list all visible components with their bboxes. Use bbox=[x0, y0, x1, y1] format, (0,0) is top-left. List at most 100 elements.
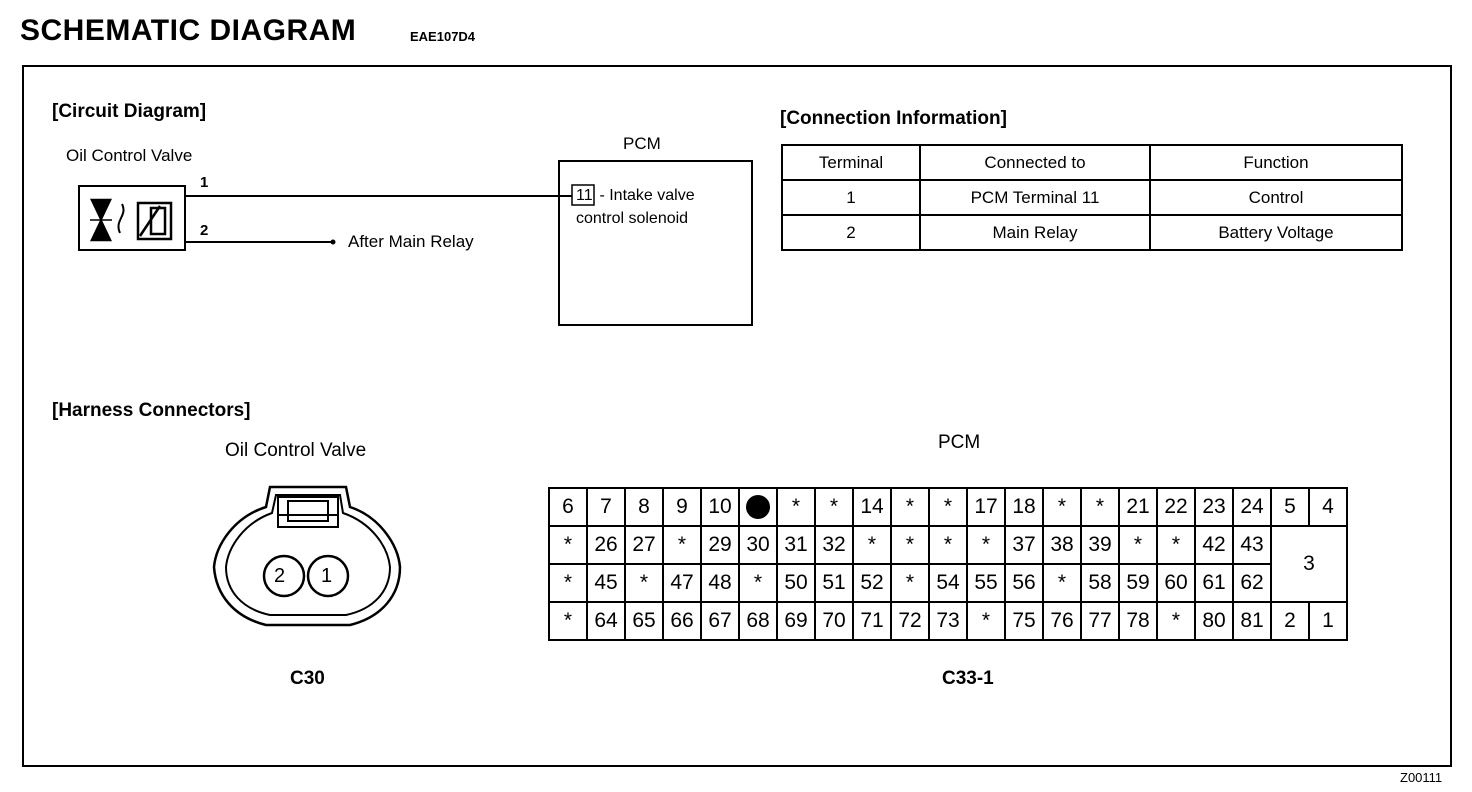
connector-pin: 7 bbox=[586, 487, 626, 527]
pcm-box bbox=[558, 160, 753, 326]
pcm-label: PCM bbox=[623, 134, 661, 153]
connector-pin: * bbox=[662, 525, 702, 565]
diagram-frame bbox=[22, 65, 1452, 767]
filled-pin-icon bbox=[746, 495, 770, 520]
pin-2-label: 2 bbox=[200, 222, 209, 239]
connector-pin: * bbox=[966, 525, 1006, 565]
connector-pin: 23 bbox=[1194, 487, 1234, 527]
connector-pin: 72 bbox=[890, 601, 930, 641]
connector-pin: * bbox=[1042, 563, 1082, 603]
connector-pin: 43 bbox=[1232, 525, 1272, 565]
table-cell: PCM Terminal 11 bbox=[919, 179, 1151, 216]
connector-pin: * bbox=[776, 487, 816, 527]
table-header-row: Terminal Connected to Function bbox=[781, 144, 1403, 181]
connector-pin: 73 bbox=[928, 601, 968, 641]
pin-1-label: 1 bbox=[200, 174, 209, 191]
harness-connectors-heading: [Harness Connectors] bbox=[52, 400, 251, 421]
connector-pin: 55 bbox=[966, 563, 1006, 603]
connector-pin: * bbox=[890, 563, 930, 603]
connector-pin: 67 bbox=[700, 601, 740, 641]
pcm-terminal-number: 11 bbox=[576, 187, 593, 204]
connector-pin: 32 bbox=[814, 525, 854, 565]
connector-pin: * bbox=[1156, 525, 1196, 565]
connector-pin: * bbox=[548, 563, 588, 603]
connector-pin: * bbox=[814, 487, 854, 527]
connector-pin: 70 bbox=[814, 601, 854, 641]
connector-pin: 14 bbox=[852, 487, 892, 527]
connector-pin: * bbox=[852, 525, 892, 565]
table-cell: Main Relay bbox=[919, 214, 1151, 251]
connector-pin: 39 bbox=[1080, 525, 1120, 565]
pcm-terminal-box bbox=[571, 184, 595, 206]
connector-pin: 30 bbox=[738, 525, 778, 565]
connector-pin: * bbox=[1156, 601, 1196, 641]
connector-pin: 81 bbox=[1232, 601, 1272, 641]
connector-pin: 60 bbox=[1156, 563, 1196, 603]
connector-pin: 54 bbox=[928, 563, 968, 603]
connector-pin: 69 bbox=[776, 601, 816, 641]
table-cell: Battery Voltage bbox=[1149, 214, 1403, 251]
valve-symbol-icon bbox=[90, 198, 112, 242]
connector-pin: 21 bbox=[1118, 487, 1158, 527]
pcm-connector-title: PCM bbox=[938, 432, 981, 453]
table-row: 2 Main Relay Battery Voltage bbox=[781, 214, 1403, 251]
connector-pin: 9 bbox=[662, 487, 702, 527]
connector-pin: 66 bbox=[662, 601, 702, 641]
connector-pin: 42 bbox=[1194, 525, 1234, 565]
table-row: 1 PCM Terminal 11 Control bbox=[781, 179, 1403, 216]
connector-pin: * bbox=[890, 525, 930, 565]
table-cell: 1 bbox=[781, 179, 921, 216]
connector-pin: 18 bbox=[1004, 487, 1044, 527]
connector-pin: * bbox=[548, 525, 588, 565]
connection-table: Terminal Connected to Function 1 PCM Ter… bbox=[781, 144, 1403, 251]
connector-pin: 26 bbox=[586, 525, 626, 565]
connector-pin: 6 bbox=[548, 487, 588, 527]
connector-pin: 4 bbox=[1308, 487, 1348, 527]
connector-pin: * bbox=[928, 487, 968, 527]
connector-pin: 10 bbox=[700, 487, 740, 527]
connector-pin: 58 bbox=[1080, 563, 1120, 603]
c30-connector-icon bbox=[212, 485, 402, 627]
connector-pin: 1 bbox=[1308, 601, 1348, 641]
connector-pin: 17 bbox=[966, 487, 1006, 527]
connector-pin: 47 bbox=[662, 563, 702, 603]
connector-pin: 59 bbox=[1118, 563, 1158, 603]
connector-pin: * bbox=[738, 563, 778, 603]
connector-pin: 62 bbox=[1232, 563, 1272, 603]
connector-pin: 64 bbox=[586, 601, 626, 641]
table-cell: 2 bbox=[781, 214, 921, 251]
connector-pin: * bbox=[548, 601, 588, 641]
connector-pin: 2 bbox=[1270, 601, 1310, 641]
connector-pin: * bbox=[624, 563, 664, 603]
connector-pin: 76 bbox=[1042, 601, 1082, 641]
c30-pin-2: 2 bbox=[274, 565, 286, 587]
connector-pin: * bbox=[1042, 487, 1082, 527]
pcm-terminal-desc-2: control solenoid bbox=[576, 210, 689, 227]
connector-pin: 22 bbox=[1156, 487, 1196, 527]
connector-pin: 51 bbox=[814, 563, 854, 603]
solenoid-coil-icon bbox=[136, 201, 173, 241]
figure-id: Z00111 bbox=[1400, 770, 1443, 785]
connection-info-heading: [Connection Information] bbox=[780, 108, 1007, 129]
connector-pin: 38 bbox=[1042, 525, 1082, 565]
connector-pin: * bbox=[966, 601, 1006, 641]
connector-pin: 50 bbox=[776, 563, 816, 603]
connector-pin: 37 bbox=[1004, 525, 1044, 565]
connector-pin-large: 3 bbox=[1270, 525, 1348, 603]
table-cell: Control bbox=[1149, 179, 1403, 216]
connector-pin: 78 bbox=[1118, 601, 1158, 641]
connector-pin: 71 bbox=[852, 601, 892, 641]
connector-pin: 45 bbox=[586, 563, 626, 603]
pcm-terminal-desc-1: - Intake valve bbox=[595, 187, 695, 204]
connector-pin: 80 bbox=[1194, 601, 1234, 641]
connector-pin: 75 bbox=[1004, 601, 1044, 641]
relay-terminal-dot bbox=[330, 239, 336, 245]
connector-pin: 8 bbox=[624, 487, 664, 527]
c30-title: Oil Control Valve bbox=[225, 440, 367, 461]
